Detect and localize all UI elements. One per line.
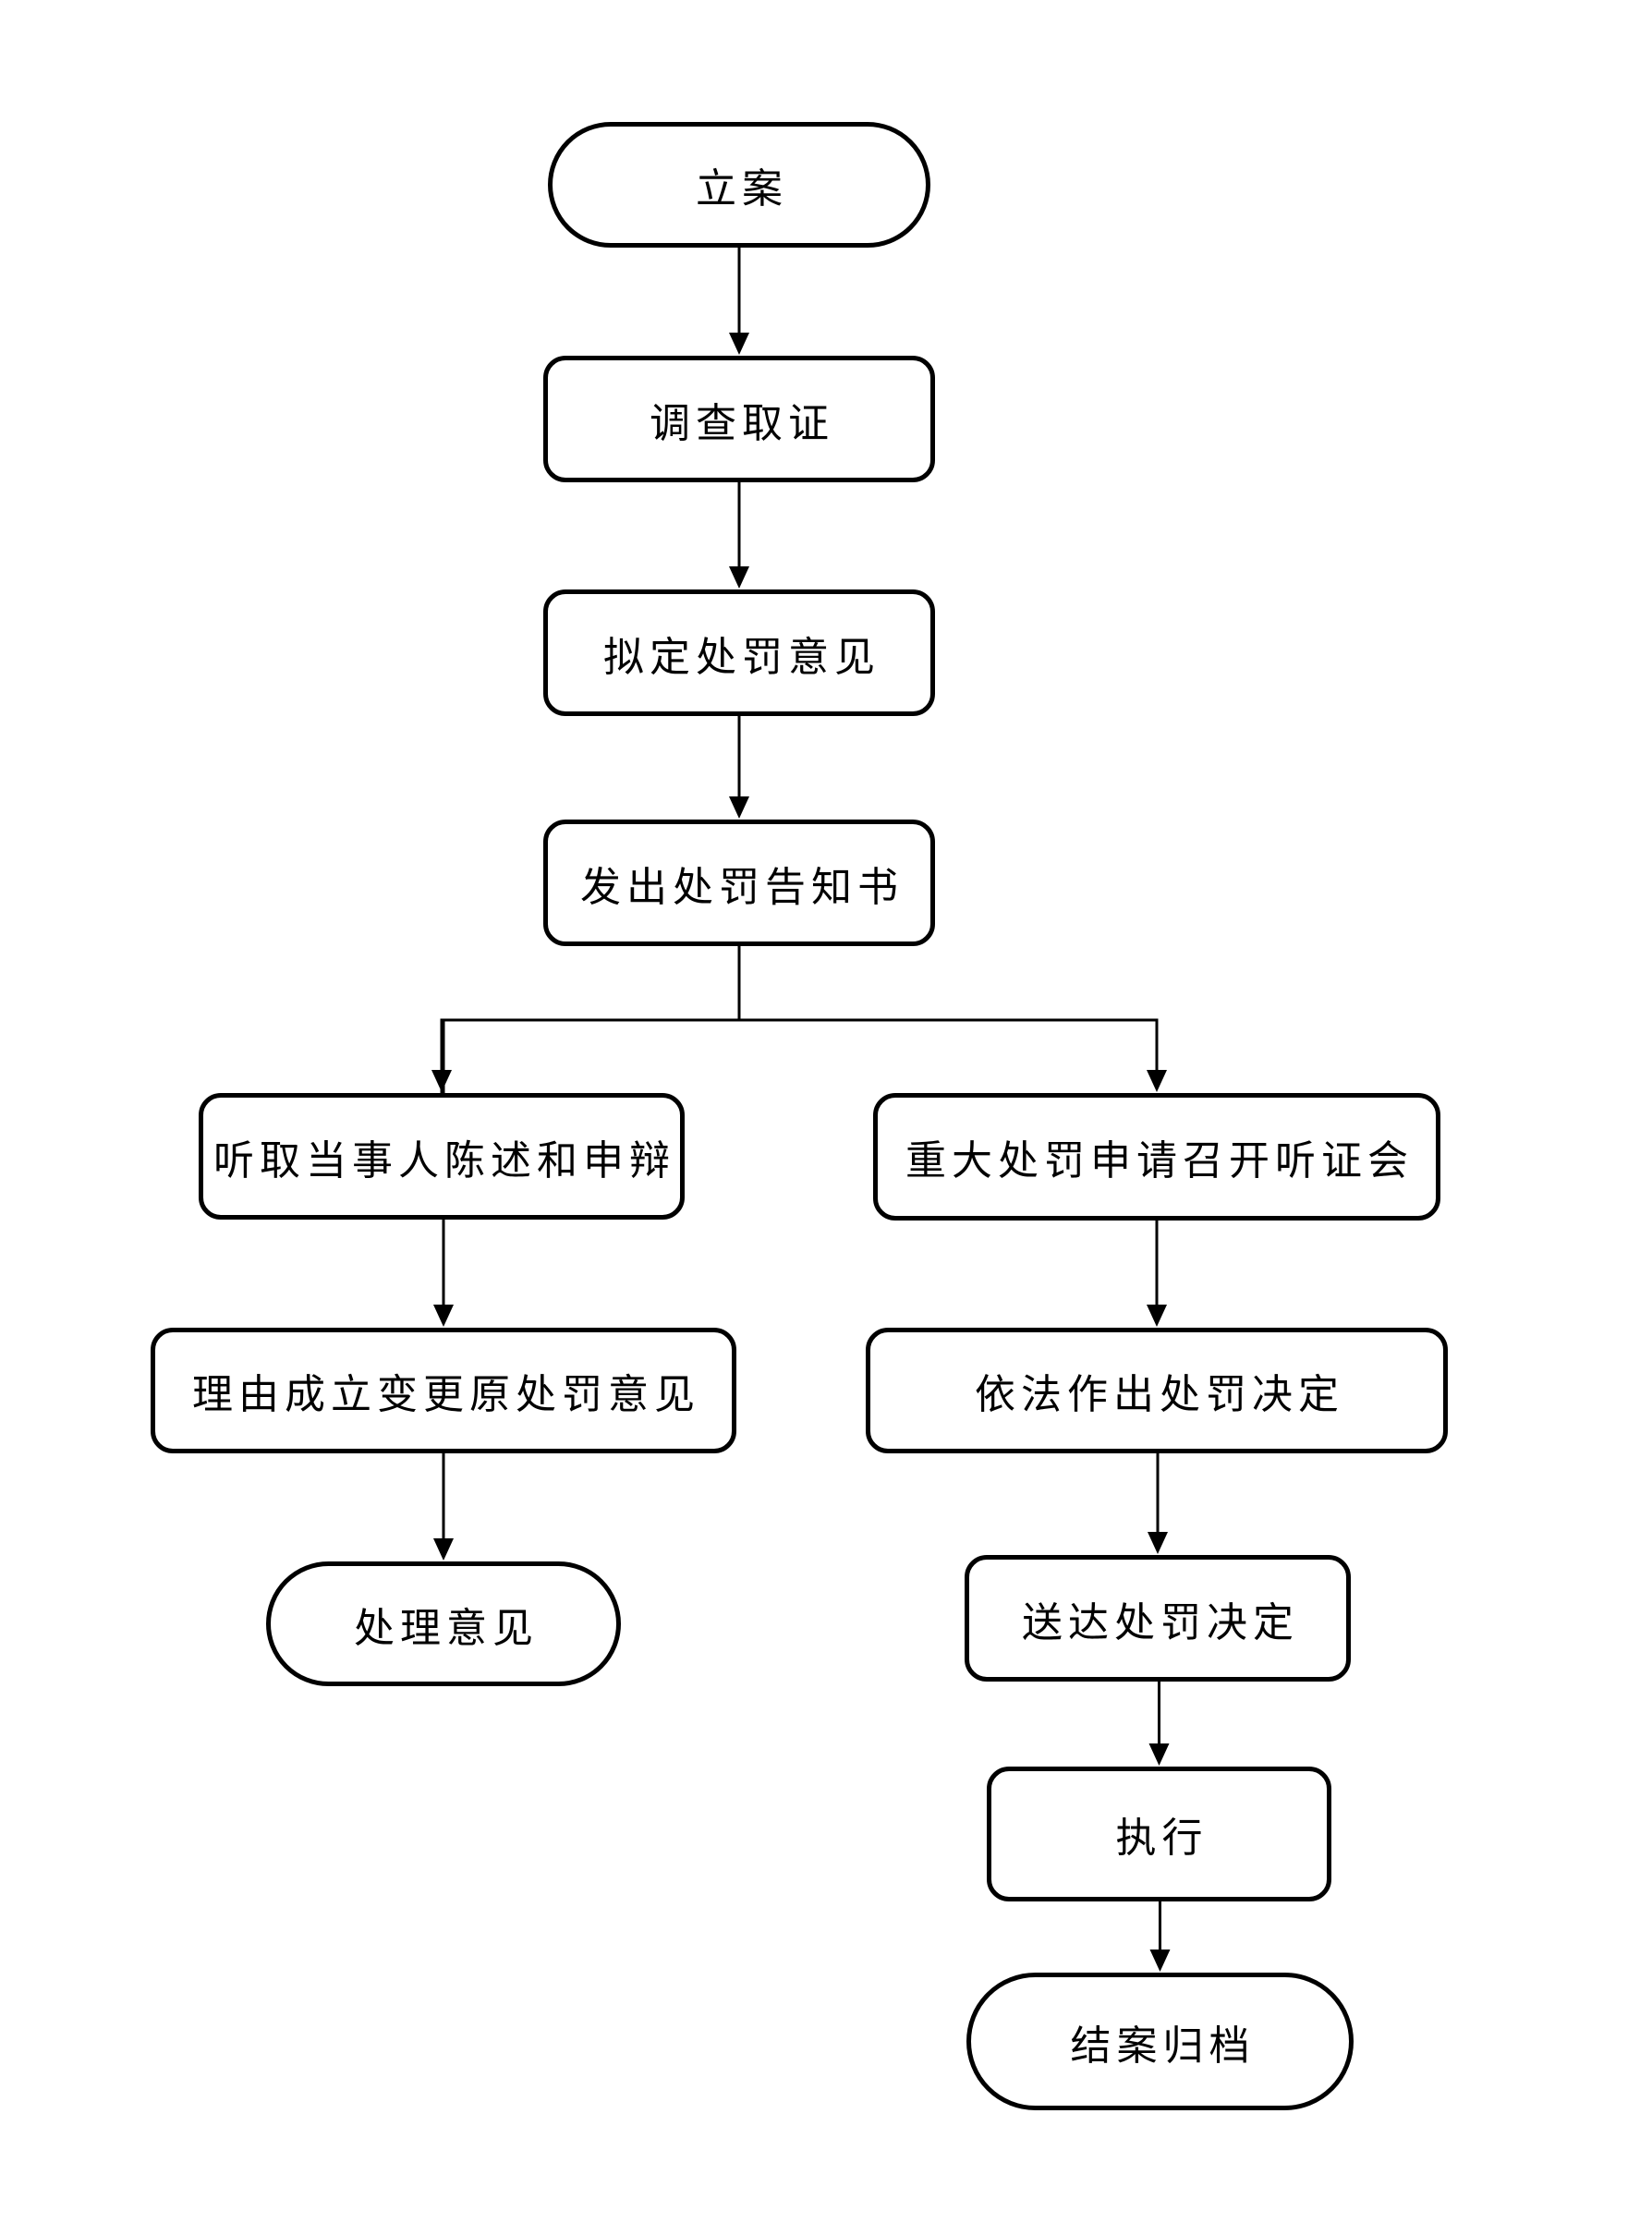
flow-node-label: 拟定处罚意见 <box>603 633 881 681</box>
arrowhead-icon <box>433 1305 454 1327</box>
arrowhead-icon <box>1148 1532 1168 1554</box>
arrowhead-icon <box>729 333 749 355</box>
arrowhead-icon <box>1149 1950 1171 1972</box>
flow-node-tingqu-chenshu-he-shenbian: 听取当事人陈述和申辩 <box>199 1093 685 1220</box>
flow-node-li-an: 立案 <box>548 122 930 248</box>
flow-node-zhi-xing: 执行 <box>987 1767 1331 1901</box>
flow-node-label: 重大处罚申请召开听证会 <box>905 1137 1414 1184</box>
arrowhead-icon <box>1147 1070 1167 1092</box>
flow-node-label: 结案归档 <box>1070 2022 1256 2070</box>
flow-node-label: 发出处罚告知书 <box>580 863 904 911</box>
arrowhead-icon <box>1147 1305 1167 1327</box>
arrowhead-icon <box>729 566 749 589</box>
arrowhead-icon <box>433 1538 454 1561</box>
flow-node-yifa-zuochu-chufa-jueding: 依法作出处罚决定 <box>866 1328 1448 1453</box>
flow-node-chuli-yijian: 处理意见 <box>266 1561 621 1686</box>
flow-node-songda-chufa-jueding: 送达处罚决定 <box>965 1555 1351 1682</box>
flow-node-diaocha-quzheng: 调查取证 <box>543 356 935 482</box>
flow-node-label: 理由成立变更原处罚意见 <box>192 1371 700 1418</box>
flow-edge-fachu-chufa-gaozhishu--zhongda-chufa-tingzhenghui <box>737 946 1159 1075</box>
arrowhead-icon <box>729 796 749 819</box>
flow-node-label: 送达处罚决定 <box>1022 1598 1299 1646</box>
flow-node-niding-chufa-yijian: 拟定处罚意见 <box>543 589 935 716</box>
flow-node-label: 处理意见 <box>354 1604 539 1652</box>
flow-node-label: 立案 <box>696 165 788 213</box>
flow-node-liyou-chengli-biangeng-chufa-yijian: 理由成立变更原处罚意见 <box>151 1328 736 1453</box>
flow-node-jiean-guidang: 结案归档 <box>966 1973 1354 2110</box>
flow-node-label: 执行 <box>1115 1815 1209 1862</box>
arrowhead-icon <box>1148 1743 1170 1766</box>
flow-node-label: 依法作出处罚决定 <box>975 1371 1344 1418</box>
flow-node-label: 调查取证 <box>650 399 834 447</box>
flow-edge-fachu-chufa-gaozhishu--tingqu-chenshu-he-shenbian <box>440 946 741 1075</box>
flow-node-label: 听取当事人陈述和申辩 <box>213 1136 675 1184</box>
flow-node-zhongda-chufa-tingzhenghui: 重大处罚申请召开听证会 <box>873 1093 1440 1221</box>
flow-node-fachu-chufa-gaozhishu: 发出处罚告知书 <box>543 820 935 946</box>
